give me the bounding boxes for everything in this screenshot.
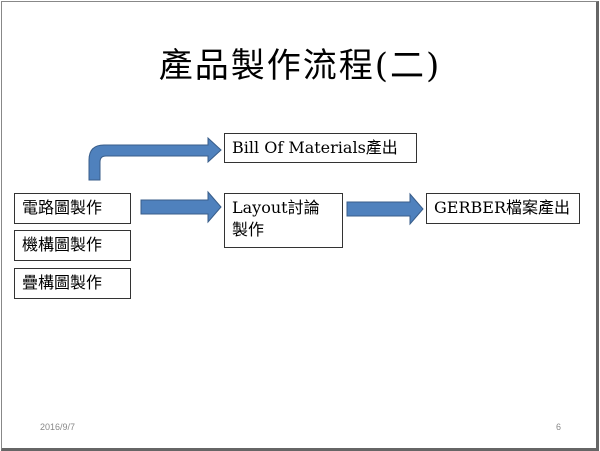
footer-date: 2016/9/7 xyxy=(40,422,76,432)
slide-title: 產品製作流程(二) xyxy=(158,46,442,86)
footer-page-number: 6 xyxy=(556,422,562,432)
box-mechanism-diagram: 機構圖製作 xyxy=(14,230,131,261)
arrow-to-layout xyxy=(140,190,222,224)
box-bom: Bill Of Materials產出 xyxy=(224,133,417,163)
curved-arrow-to-bom xyxy=(88,136,222,181)
box-circuit-diagram: 電路圖製作 xyxy=(14,193,131,224)
box-gerber: GERBER檔案產出 xyxy=(426,193,580,224)
arrow-to-gerber xyxy=(346,192,424,226)
box-stackup-diagram: 疊構圖製作 xyxy=(14,268,131,299)
box-layout: Layout討論製作 xyxy=(224,193,343,248)
